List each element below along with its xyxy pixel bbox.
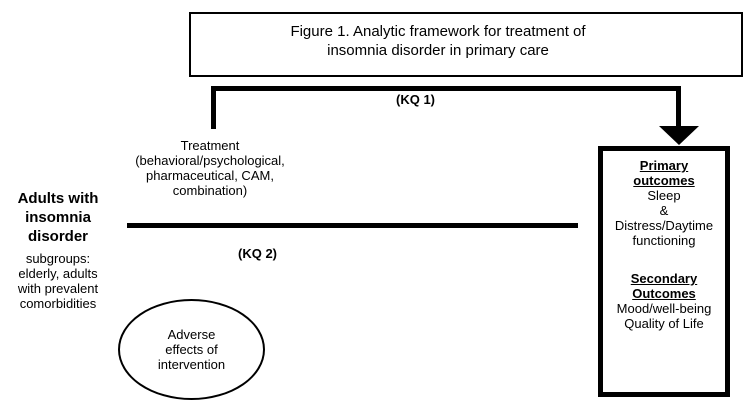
adverse-effects-label: Adverse effects of intervention bbox=[157, 327, 226, 372]
kq2-connector-line bbox=[127, 223, 578, 228]
primary-outcomes-heading-line1: Primary bbox=[639, 158, 689, 173]
kq1-label: (KQ 1) bbox=[396, 92, 435, 107]
primary-outcomes-heading: Primary outcomes bbox=[603, 158, 725, 188]
primary-outcomes-heading-line2: outcomes bbox=[633, 173, 695, 188]
population-node: Adults with insomnia disorder subgroups:… bbox=[0, 189, 116, 311]
kq2-label: (KQ 2) bbox=[238, 246, 277, 261]
arrow-down-icon bbox=[659, 126, 699, 145]
secondary-outcomes-items: Mood/well-being Quality of Life bbox=[616, 301, 712, 331]
primary-outcomes-items: Sleep & Distress/Daytime functioning bbox=[614, 188, 714, 248]
kq1-connector-left-vertical-line bbox=[211, 86, 216, 129]
secondary-outcomes-heading-line1: Secondary bbox=[630, 271, 698, 286]
treatment-node-label: Treatment (behavioral/psychological, pha… bbox=[135, 138, 285, 198]
population-subgroups: subgroups: elderly, adults with prevalen… bbox=[17, 251, 99, 311]
kq1-connector-horizontal-line bbox=[211, 86, 681, 91]
adverse-effects-ellipse: Adverse effects of intervention bbox=[118, 299, 265, 400]
population-name: Adults with insomnia disorder bbox=[17, 190, 99, 245]
secondary-outcomes-heading-line2: Outcomes bbox=[632, 286, 696, 301]
kq1-connector-right-vertical-line bbox=[676, 86, 681, 128]
secondary-outcomes-heading: Secondary Outcomes bbox=[603, 271, 725, 301]
outcomes-box: Primary outcomes Sleep & Distress/Daytim… bbox=[598, 146, 730, 397]
figure-title: Figure 1. Analytic framework for treatme… bbox=[290, 23, 586, 59]
figure-title-box: Figure 1. Analytic framework for treatme… bbox=[189, 12, 743, 77]
